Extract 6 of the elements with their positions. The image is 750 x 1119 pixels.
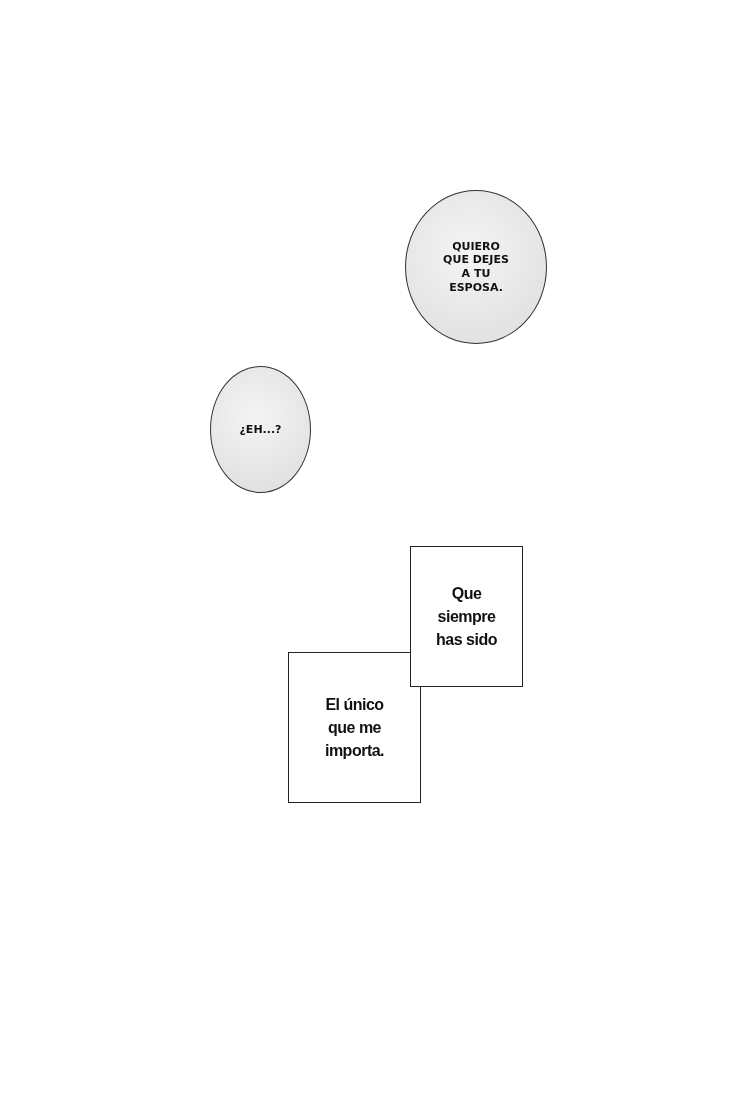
caption-text: El único que me importa. (323, 694, 386, 762)
caption-text: Que siempre has sido (435, 583, 498, 651)
caption-box (410, 546, 523, 687)
bubble-text: QUIERO QUE DEJES A TU ESPOSA. (442, 239, 510, 295)
bubble-text: ¿EH...? (239, 422, 282, 437)
caption-box (288, 652, 421, 803)
